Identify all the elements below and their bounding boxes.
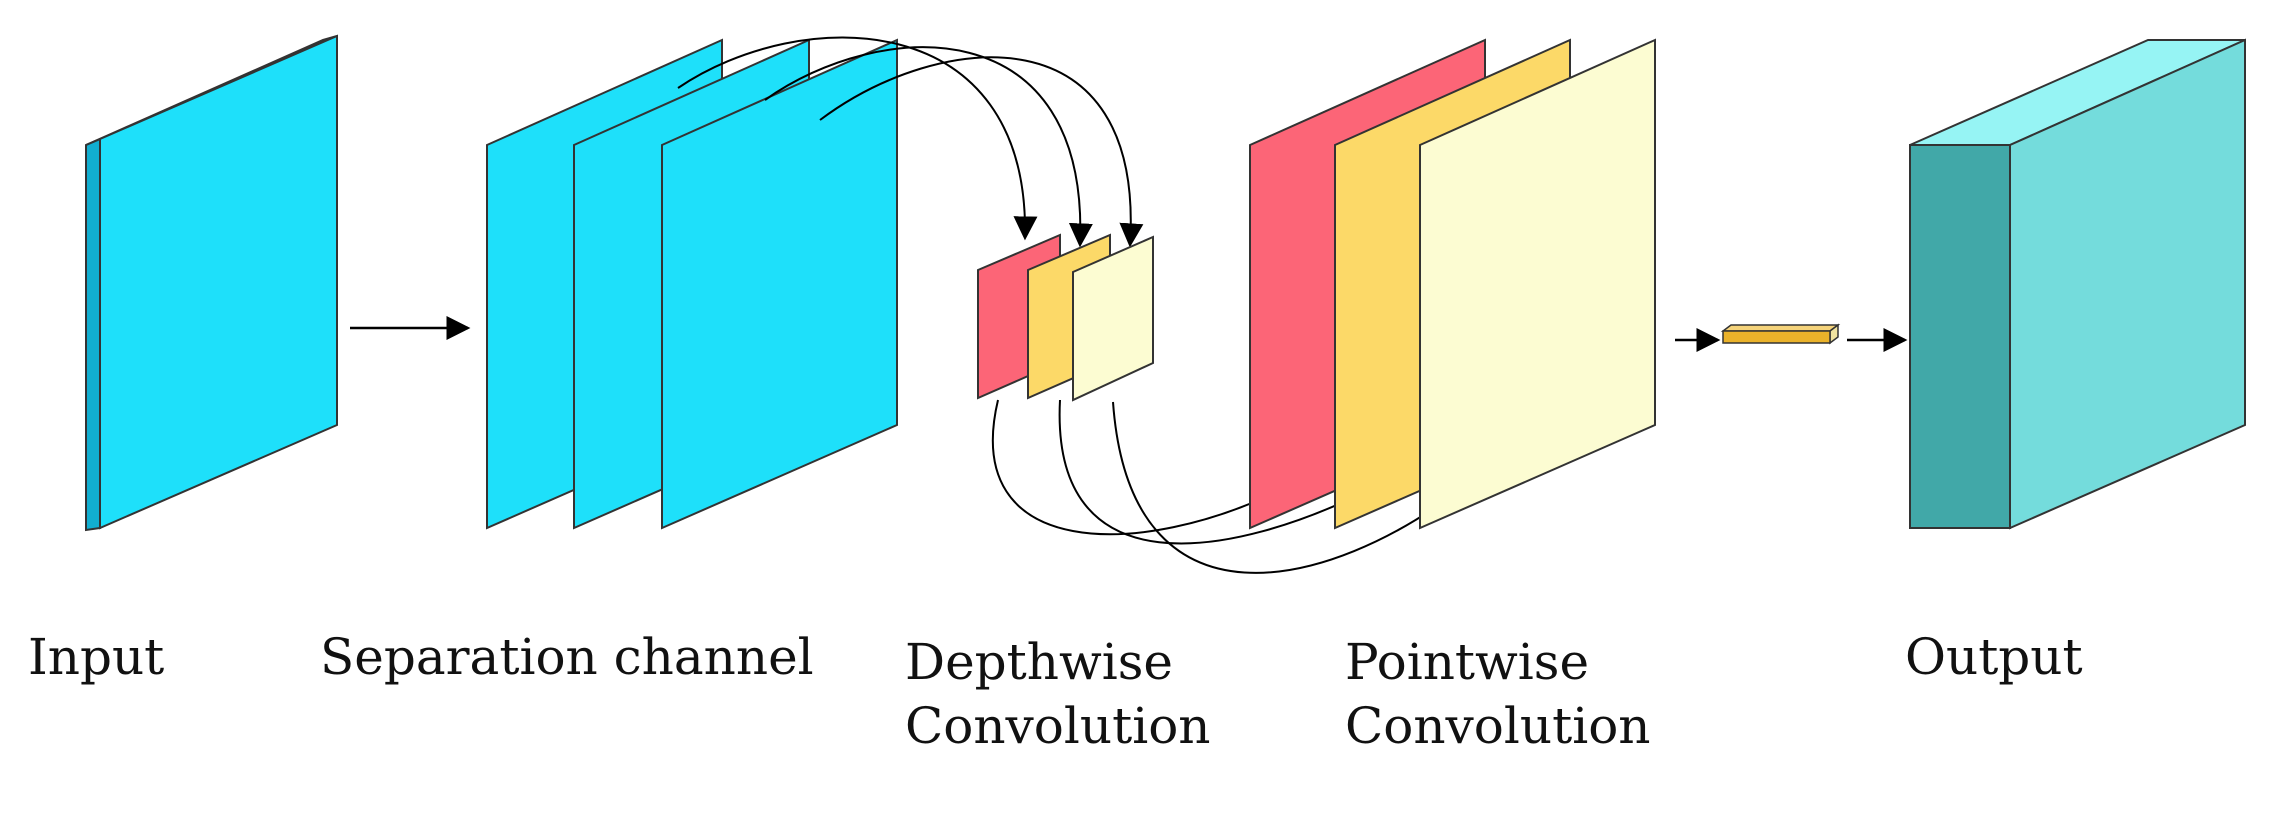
curve-arrow-4	[991, 399, 1288, 536]
label-pointwise-line2: Convolution	[1345, 697, 1651, 755]
curve-arrow-5	[1058, 399, 1376, 545]
output-feature-map	[1909, 38, 2246, 530]
curve-arrow-2	[764, 46, 1093, 248]
curve-arrow-3	[819, 56, 1144, 248]
arrows-separation-to-depthwise	[677, 36, 1144, 248]
label-separation-text: Separation channel	[320, 628, 814, 686]
label-depthwise-line1: Depthwise	[905, 633, 1174, 691]
label-separation-channel: Separation channel	[320, 625, 814, 689]
separation-channel-slices	[486, 38, 898, 530]
depthwise-kernel-cream	[1072, 235, 1154, 402]
label-depthwise-line2: Convolution	[905, 697, 1211, 755]
pointwise-map-cream	[1419, 38, 1656, 530]
vector-top	[1720, 324, 1841, 332]
curve-arrow-1	[677, 36, 1038, 241]
input-feature-map	[85, 34, 338, 532]
label-output-text: Output	[1905, 628, 2083, 686]
pointwise-feature-maps	[1249, 38, 1656, 530]
label-input-text: Input	[28, 628, 165, 686]
output-front-face	[1909, 144, 2011, 529]
label-depthwise-convolution: Depthwise Convolution	[905, 630, 1211, 758]
vector-front	[1722, 330, 1831, 344]
depthwise-kernels	[977, 233, 1154, 402]
label-input: Input	[28, 625, 164, 689]
label-pointwise-convolution: Pointwise Convolution	[1345, 630, 1651, 758]
separation-slice-3	[661, 38, 898, 530]
input-slab-edge	[85, 137, 101, 532]
pointwise-vector	[1720, 323, 1841, 345]
input-slab-face	[99, 34, 338, 530]
label-output: Output	[1905, 625, 2083, 689]
curve-arrow-6	[1112, 401, 1464, 574]
label-pointwise-line1: Pointwise	[1345, 633, 1590, 691]
arrows-depthwise-to-pointwise	[991, 399, 1464, 574]
